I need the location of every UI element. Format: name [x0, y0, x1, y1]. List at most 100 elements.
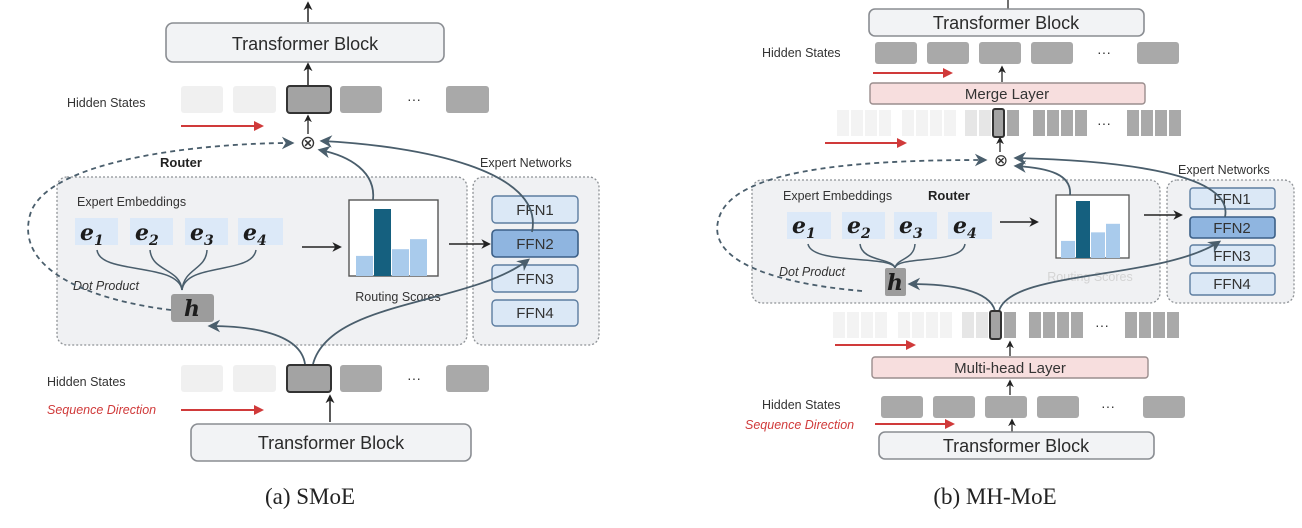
- sub-token: [847, 312, 859, 338]
- sub-token: [1139, 312, 1151, 338]
- ellipsis: ···: [1095, 317, 1109, 333]
- routing-score-bar: [1076, 201, 1090, 258]
- sequence-direction-label: Sequence Direction: [47, 403, 156, 417]
- embedding-e3: e3: [899, 213, 923, 242]
- sub-token: [1047, 110, 1059, 136]
- sub-token-current: [992, 108, 1005, 138]
- top-transformer-block-label: Transformer Block: [933, 13, 1080, 33]
- expert-ffn4: [491, 299, 579, 327]
- ellipsis: ···: [1097, 44, 1111, 60]
- embedding-box: [894, 212, 937, 239]
- multiply-operator-icon: ⊗: [994, 151, 1008, 170]
- panel-mhmoe: Transformer Block Hidden States ··· Merg…: [716, 0, 1295, 509]
- hidden-state-current: [286, 85, 332, 114]
- sub-token: [879, 110, 891, 136]
- hidden-state: [1037, 396, 1079, 418]
- routing-score-bar: [1091, 232, 1105, 258]
- embedding-e3: e3: [190, 220, 214, 249]
- sub-token: [902, 110, 914, 136]
- expert-networks-label: Expert Networks: [1178, 163, 1270, 177]
- hidden-states-top-label: Hidden States: [67, 96, 146, 110]
- expert-ffn2-selected: [491, 229, 579, 258]
- sub-token: [833, 312, 845, 338]
- embedding-box: [185, 218, 228, 245]
- flow-arrows: [27, 135, 534, 365]
- h-box: [171, 294, 214, 322]
- expert-embeddings-label: Expert Embeddings: [783, 189, 892, 203]
- hidden-state: [985, 396, 1027, 418]
- expert-list: FFN1 FFN2 FFN3 FFN4: [491, 195, 579, 327]
- routing-score-bars: [1061, 201, 1120, 258]
- bottom-transformer-block-label: Transformer Block: [258, 433, 405, 453]
- embedding-e2: e2: [135, 220, 159, 249]
- multiply-operator-icon: ⊗: [300, 133, 316, 154]
- routing-score-bars: [356, 209, 427, 276]
- routing-score-bar: [356, 255, 373, 276]
- embedding-box: [75, 218, 118, 245]
- panel-smoe: Transformer Block Hidden States ··· ⊗ Ro…: [27, 1, 600, 509]
- hidden-state: [1137, 42, 1179, 64]
- embedding-e2: e2: [847, 213, 871, 242]
- sub-token: [965, 110, 977, 136]
- sub-token-row-bottom: ···: [833, 310, 1179, 340]
- caption-mhmoe: (b) MH-MoE: [933, 484, 1056, 509]
- expert-list: FFN1 FFN2 FFN3 FFN4: [1189, 187, 1276, 296]
- dot-product-curves: [96, 249, 257, 291]
- sub-token: [1057, 312, 1069, 338]
- hidden-state: [340, 86, 382, 113]
- embedding-e4: e4: [953, 213, 977, 242]
- sub-token: [1155, 110, 1167, 136]
- sub-token: [861, 312, 873, 338]
- embedding-e4: e4: [243, 220, 267, 249]
- expert-label: FFN2: [516, 236, 554, 253]
- ellipsis: ···: [407, 91, 421, 107]
- hidden-state: [1031, 42, 1073, 64]
- ellipsis: ···: [1101, 398, 1115, 414]
- sub-token: [962, 312, 974, 338]
- multihead-layer-label: Multi-head Layer: [954, 360, 1066, 377]
- sub-token: [837, 110, 849, 136]
- sub-token: [1141, 110, 1153, 136]
- hidden-states-bottom-label: Hidden States: [762, 398, 841, 412]
- hidden-state: [181, 86, 223, 113]
- sub-token: [875, 312, 887, 338]
- embedding-box: [238, 218, 283, 245]
- sub-token: [1033, 110, 1045, 136]
- sub-token: [1007, 110, 1019, 136]
- routing-score-bar: [374, 209, 391, 276]
- expert-label: FFN1: [516, 202, 554, 219]
- sub-token: [851, 110, 863, 136]
- sub-token: [865, 110, 877, 136]
- sub-token: [926, 312, 938, 338]
- hidden-state: [233, 365, 276, 392]
- expert-networks-box: [1166, 179, 1295, 304]
- hidden-state: [1143, 396, 1185, 418]
- sub-token: [979, 110, 991, 136]
- routing-score-bar: [392, 249, 409, 276]
- bottom-transformer-block: [878, 431, 1155, 460]
- hidden-states-bottom-row: ···: [881, 396, 1185, 418]
- routing-score-bar: [1061, 240, 1075, 258]
- hidden-state: [340, 365, 382, 392]
- sub-token: [930, 110, 942, 136]
- sub-token: [1127, 110, 1139, 136]
- dot-product-curves: [807, 243, 966, 269]
- embedding-box: [948, 212, 992, 239]
- embedding-e1: e1: [80, 220, 104, 249]
- hidden-state: [881, 396, 923, 418]
- sub-token: [1169, 110, 1181, 136]
- sequence-direction-label: Sequence Direction: [745, 418, 854, 432]
- sub-token: [916, 110, 928, 136]
- routing-score-bar: [1106, 223, 1120, 258]
- embedding-e1: e1: [792, 213, 816, 242]
- hidden-states-bottom-row: ···: [181, 364, 489, 393]
- flow-arrows: [716, 151, 1227, 312]
- hidden-states-top-row: ···: [181, 85, 489, 114]
- sub-token: [944, 110, 956, 136]
- hidden-state: [875, 42, 917, 64]
- top-transformer-block-label: Transformer Block: [232, 34, 379, 54]
- hidden-state: [233, 86, 276, 113]
- sub-token: [1167, 312, 1179, 338]
- hidden-state: [446, 365, 489, 392]
- sub-token: [1125, 312, 1137, 338]
